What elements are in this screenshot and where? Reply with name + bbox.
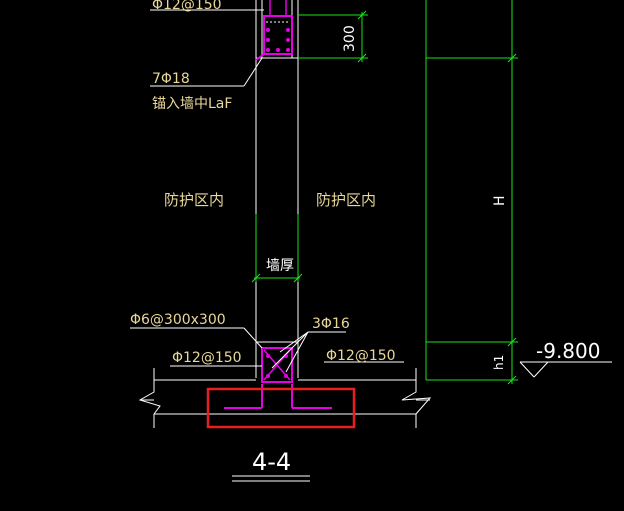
dimension-300 — [298, 10, 368, 63]
highlight-box — [206, 387, 356, 429]
dim-h1-text: h1 — [492, 355, 506, 370]
label-protect-left: 防护区内 — [164, 191, 224, 209]
elevation-text: -9.800 — [536, 339, 600, 363]
slab-outline — [138, 368, 432, 428]
dimension-wall-thickness — [251, 214, 303, 283]
elevation-marker — [519, 361, 612, 378]
label-rebar-bottom-left: Φ12@150 — [172, 350, 242, 366]
label-rebar-7: 7Φ18 — [152, 71, 190, 87]
label-rebar-top: Φ12@150 — [152, 0, 222, 13]
label-rebar-bottom-right: Φ12@150 — [326, 348, 396, 364]
wall-thickness-text: 墙厚 — [266, 258, 294, 274]
label-stirrup: Φ6@300x300 — [130, 312, 226, 328]
dim-H-text: H — [492, 195, 508, 206]
section-title: 4-4 — [252, 448, 291, 476]
dimension-H — [425, 0, 518, 385]
dim-300-text: 300 — [342, 25, 358, 52]
wall-outline — [255, 0, 299, 378]
top-rebar-cage — [255, 0, 293, 61]
label-rebar-3: 3Φ16 — [312, 316, 350, 332]
label-protect-right: 防护区内 — [316, 191, 376, 209]
label-anchor-note: 锚入墙中LaF — [152, 96, 232, 112]
